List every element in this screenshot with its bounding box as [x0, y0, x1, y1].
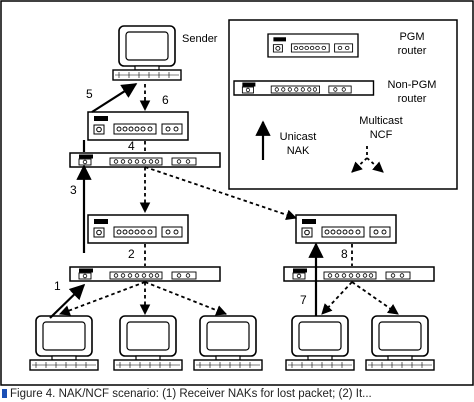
- non-pgm-router-top-icon: [69, 152, 221, 168]
- legend-pgm-router-icon: [267, 33, 359, 58]
- legend-panel: PGM router Non-PGM router Unicast NAK Mu…: [228, 19, 458, 190]
- multicast-ncf-paths: [58, 84, 399, 316]
- figure-caption: Figure 4. NAK/NCF scenario: (1) Receiver…: [0, 386, 474, 402]
- receiver-computer-1-icon: [29, 315, 99, 371]
- caption-marker-icon: [2, 389, 7, 398]
- legend-non-pgm-label-2: router: [398, 93, 427, 105]
- sender-label: Sender: [182, 33, 218, 45]
- step-3-label: 3: [70, 183, 77, 197]
- legend-multicast-label-1: Multicast: [359, 115, 402, 127]
- legend-unicast-label-2: NAK: [287, 145, 310, 157]
- legend-non-pgm-label-1: Non-PGM: [388, 79, 437, 91]
- legend-non-pgm-router-icon: [233, 80, 375, 96]
- receiver-computer-3-icon: [193, 315, 263, 371]
- legend-multicast-label-2: NCF: [370, 129, 393, 141]
- unicast-nak-path: [49, 83, 324, 319]
- sender-computer-icon: [112, 25, 182, 81]
- receiver-computer-4-icon: [285, 315, 355, 371]
- legend-pgm-label-2: router: [398, 45, 427, 57]
- pgm-router-right-icon: [295, 214, 397, 244]
- receiver-computer-2-icon: [113, 315, 183, 371]
- step-4-label: 4: [128, 139, 135, 153]
- caption-text: Figure 4. NAK/NCF scenario: (1) Receiver…: [10, 388, 372, 400]
- step-5-label: 5: [86, 87, 93, 101]
- step-2-label: 2: [128, 247, 135, 261]
- receiver-computer-5-icon: [365, 315, 435, 371]
- legend-multicast-arrows: [351, 146, 384, 173]
- figure-frame: [0, 0, 474, 386]
- non-pgm-router-right-icon: [283, 266, 435, 282]
- step-6-label: 6: [162, 93, 169, 107]
- step-1-label: 1: [54, 279, 61, 293]
- pgm-router-left-icon: [87, 214, 189, 244]
- non-pgm-router-left-icon: [69, 266, 221, 282]
- step-7-label: 7: [300, 293, 307, 307]
- legend-unicast-label-1: Unicast: [280, 131, 317, 143]
- legend-pgm-label-1: PGM: [399, 31, 424, 43]
- pgm-router-top-icon: [87, 111, 189, 141]
- step-8-label: 8: [341, 247, 348, 261]
